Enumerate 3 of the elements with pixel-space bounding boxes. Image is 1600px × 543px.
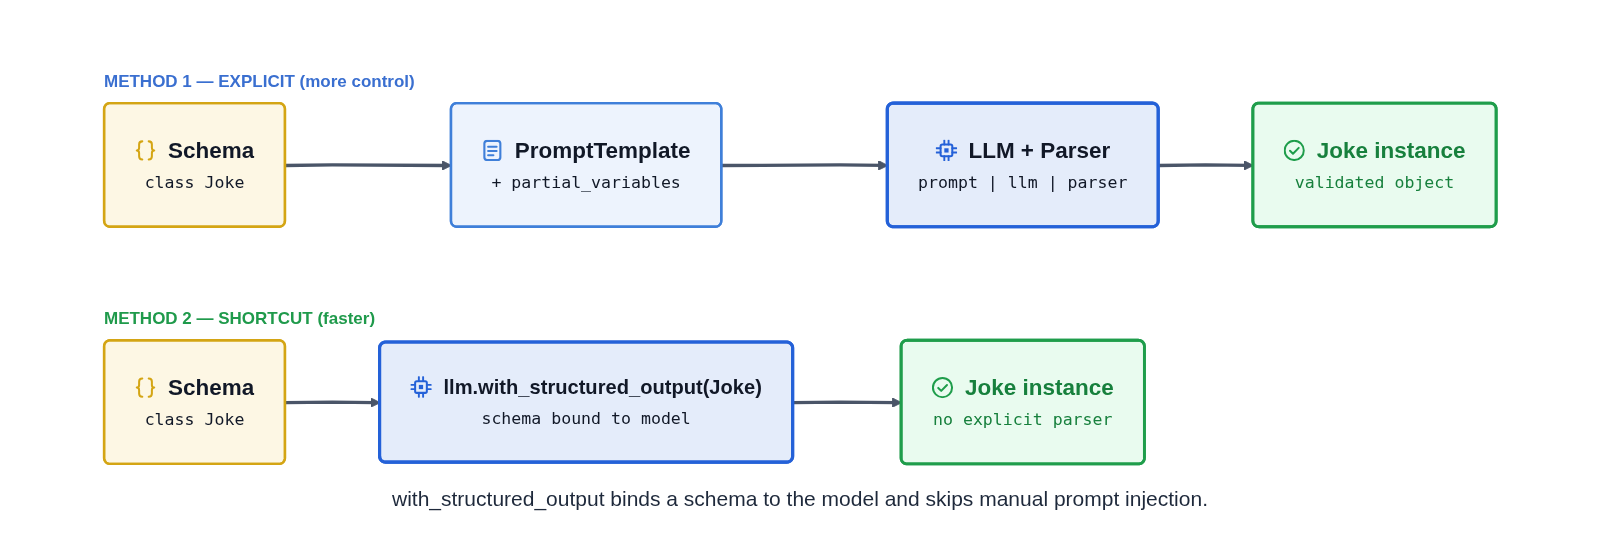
section-heading: METHOD 1 — EXPLICIT (more control) <box>103 71 415 94</box>
section-heading: METHOD 2 — SHORTCUT (faster) <box>103 308 376 331</box>
caption: with_structured_output binds a schema to the model and skips manual prompt injection. <box>392 487 1208 510</box>
